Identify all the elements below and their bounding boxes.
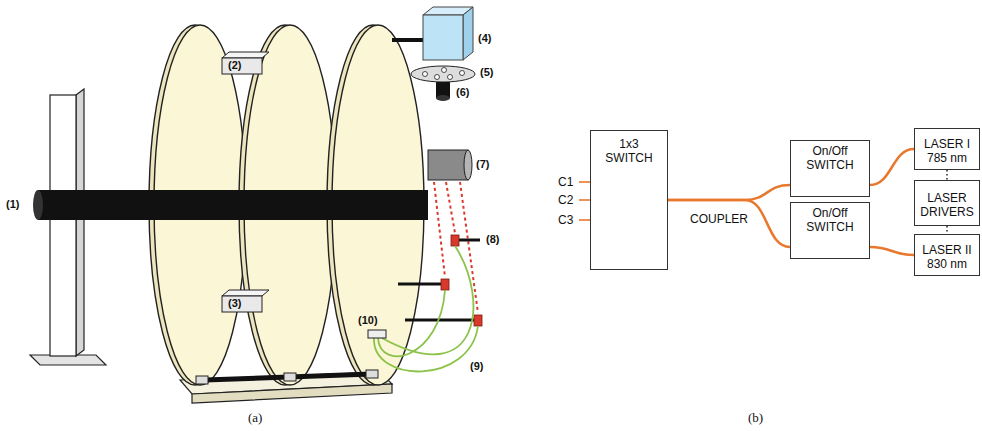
node-text: LASER DRIVERS xyxy=(917,191,977,219)
node-text: 1x3 SWITCH xyxy=(601,137,657,165)
callout-number: (1) xyxy=(6,198,19,211)
optical-fiber xyxy=(668,200,790,247)
callout-number: (5) xyxy=(480,66,493,79)
lens-tube xyxy=(436,82,450,101)
onoff-switch-box: On/Off SWITCH xyxy=(790,202,870,259)
driver-box: LASER DRIVERS xyxy=(914,180,980,226)
node-text: On/Off SWITCH xyxy=(799,206,861,234)
cuvette xyxy=(392,7,473,60)
circle-shape xyxy=(448,75,453,80)
callout-number: (8) xyxy=(486,233,499,246)
rect-shape xyxy=(222,58,262,74)
callout-number: (9) xyxy=(470,360,483,373)
polygon-shape xyxy=(463,7,473,60)
line-shape xyxy=(460,182,478,313)
node-text: On/Off SWITCH xyxy=(799,144,861,172)
path-shape xyxy=(382,246,473,354)
optical-fiber xyxy=(870,149,914,185)
ellipse-shape xyxy=(411,66,475,82)
box-3 xyxy=(222,290,269,312)
optical-fiber xyxy=(668,185,790,200)
switch-box: 1x3 SWITCH xyxy=(590,130,668,270)
ellipse-shape xyxy=(464,150,472,180)
tie-rod xyxy=(196,370,378,384)
circle-shape xyxy=(435,75,440,80)
channel-label: C3 xyxy=(558,213,573,227)
disc-3 xyxy=(290,25,428,385)
onoff-switch-box: On/Off SWITCH xyxy=(790,140,870,197)
callout-number: (4) xyxy=(478,32,491,45)
coupler-label: COUPLER xyxy=(690,212,748,226)
dotted-link xyxy=(946,226,948,234)
box-2 xyxy=(222,52,269,74)
channel-label: C2 xyxy=(558,193,573,207)
polygon-shape xyxy=(222,290,269,296)
ellipse-shape xyxy=(436,95,450,101)
callout-number: (7) xyxy=(476,158,489,171)
rect-shape xyxy=(38,190,200,220)
rect-shape xyxy=(290,190,428,220)
polygon-shape xyxy=(76,89,84,356)
rod xyxy=(33,190,200,220)
callout-number: (6) xyxy=(456,86,469,99)
dotted-link xyxy=(946,170,948,180)
rect-shape xyxy=(366,370,378,378)
rect-shape xyxy=(368,330,386,338)
circle-shape xyxy=(423,72,428,77)
path-shape xyxy=(374,326,478,371)
callout-number: (2) xyxy=(228,59,241,72)
line-shape xyxy=(434,182,445,277)
rect-shape xyxy=(284,373,296,381)
rect-shape xyxy=(451,235,459,246)
rect-shape xyxy=(423,15,463,60)
panel-label: (a) xyxy=(248,410,262,425)
panel-label: (b) xyxy=(748,410,763,425)
circle-shape xyxy=(460,71,465,76)
rect-shape xyxy=(428,150,468,180)
rect-shape xyxy=(200,190,290,220)
optical-fibers xyxy=(374,246,478,371)
line-shape xyxy=(405,319,482,322)
line-shape xyxy=(398,283,448,286)
polygon-shape xyxy=(222,52,269,58)
path-shape xyxy=(378,290,445,356)
filter-wheel xyxy=(411,66,475,82)
callout-number: (10) xyxy=(358,314,378,327)
rect-shape xyxy=(222,296,262,312)
line-shape xyxy=(205,374,372,380)
optical-fiber xyxy=(870,247,914,255)
rect-shape xyxy=(196,376,208,384)
channel-label: C1 xyxy=(558,175,573,189)
callout-number: (3) xyxy=(228,297,241,310)
detector-cylinder xyxy=(428,150,472,180)
line-shape xyxy=(392,38,425,42)
node-text: LASER I 785 nm xyxy=(917,137,977,165)
fiber-connector xyxy=(368,330,386,338)
polygon-shape xyxy=(192,384,392,403)
laser-box: LASER II 830 nm xyxy=(914,234,980,276)
node-text: LASER II 830 nm xyxy=(917,243,977,271)
rect-shape xyxy=(474,315,482,326)
ellipse-shape xyxy=(33,190,43,220)
circle-shape xyxy=(442,68,447,73)
rect-shape xyxy=(50,95,76,356)
stand xyxy=(30,89,106,365)
laser-box: LASER I 785 nm xyxy=(914,128,980,170)
rect-shape xyxy=(441,279,449,290)
line-shape xyxy=(446,182,455,233)
